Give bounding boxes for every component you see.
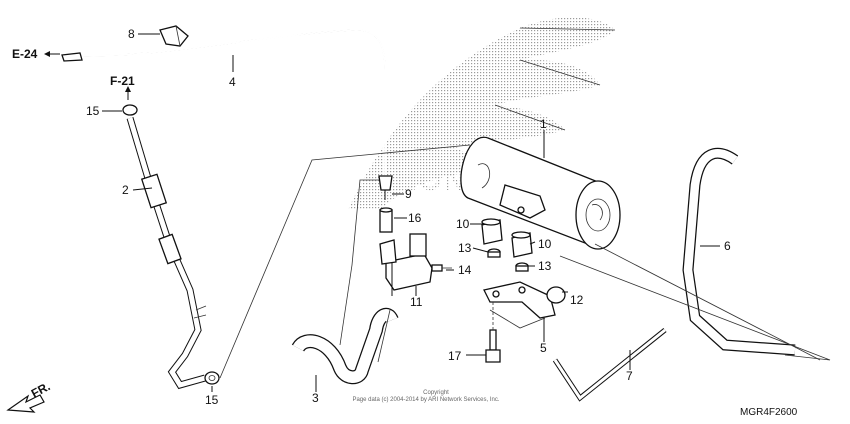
- joint-9: [378, 175, 393, 200]
- part-label-14[interactable]: 14: [458, 263, 472, 277]
- bolt-17: [485, 302, 501, 363]
- part-label-4[interactable]: 4: [229, 75, 236, 89]
- part-label-15-top[interactable]: 15: [86, 104, 100, 118]
- ref-f21[interactable]: F-21: [110, 74, 135, 100]
- leader-lines: [102, 33, 720, 392]
- grommet-10-a: [481, 218, 503, 245]
- clip-15-bottom: [204, 371, 220, 385]
- part-label-13-a[interactable]: 13: [458, 241, 472, 255]
- hose-6: [682, 147, 796, 356]
- part-label-17[interactable]: 17: [448, 349, 462, 363]
- hose-2: [126, 116, 207, 390]
- part-labels: 1 2 3 4 5 6 7 8 9 10 10 11 12 13 13 14 1…: [86, 27, 731, 407]
- part-label-10-a[interactable]: 10: [456, 217, 470, 231]
- grommet-10-b: [511, 231, 533, 258]
- part-label-3[interactable]: 3: [312, 391, 319, 405]
- part-label-7[interactable]: 7: [626, 369, 633, 383]
- part-label-6[interactable]: 6: [724, 239, 731, 253]
- part-label-13-b[interactable]: 13: [538, 259, 552, 273]
- diagram-code: MGR4F2600: [740, 407, 798, 418]
- part-label-12[interactable]: 12: [570, 293, 584, 307]
- canister-1: [460, 136, 621, 250]
- part-label-16[interactable]: 16: [408, 211, 422, 225]
- tube-7: [552, 328, 667, 402]
- ref-f21-label[interactable]: F-21: [110, 74, 135, 88]
- screw-14: [431, 264, 452, 272]
- part-label-8[interactable]: 8: [128, 27, 135, 41]
- collar-13-a: [487, 248, 501, 258]
- cap-12: [546, 286, 566, 304]
- front-arrow: FR.: [6, 379, 53, 413]
- clamp-8: [159, 25, 189, 47]
- copyright-line1: Copyright: [423, 390, 449, 396]
- part-label-9[interactable]: 9: [405, 187, 412, 201]
- solenoid-valve-11: [379, 233, 433, 296]
- part-label-10-b[interactable]: 10: [538, 237, 552, 251]
- collar-13-b: [515, 262, 529, 272]
- hose-3: [291, 307, 399, 385]
- part-label-2[interactable]: 2: [122, 183, 129, 197]
- hose-4: [61, 29, 386, 180]
- copyright-line2: Page data (c) 2004-2014 by ARI Network S…: [352, 397, 499, 403]
- part-label-5[interactable]: 5: [540, 341, 547, 355]
- ref-e24-label[interactable]: E-24: [12, 47, 38, 61]
- front-label: FR.: [29, 379, 53, 400]
- sleeve-16: [379, 207, 393, 233]
- part-label-1[interactable]: 1: [540, 117, 547, 131]
- clip-15-top: [122, 104, 138, 116]
- ref-e24[interactable]: E-24: [12, 47, 60, 61]
- part-label-11[interactable]: 11: [410, 295, 423, 309]
- part-label-15-bottom[interactable]: 15: [205, 393, 219, 407]
- bracket-5: [483, 281, 556, 329]
